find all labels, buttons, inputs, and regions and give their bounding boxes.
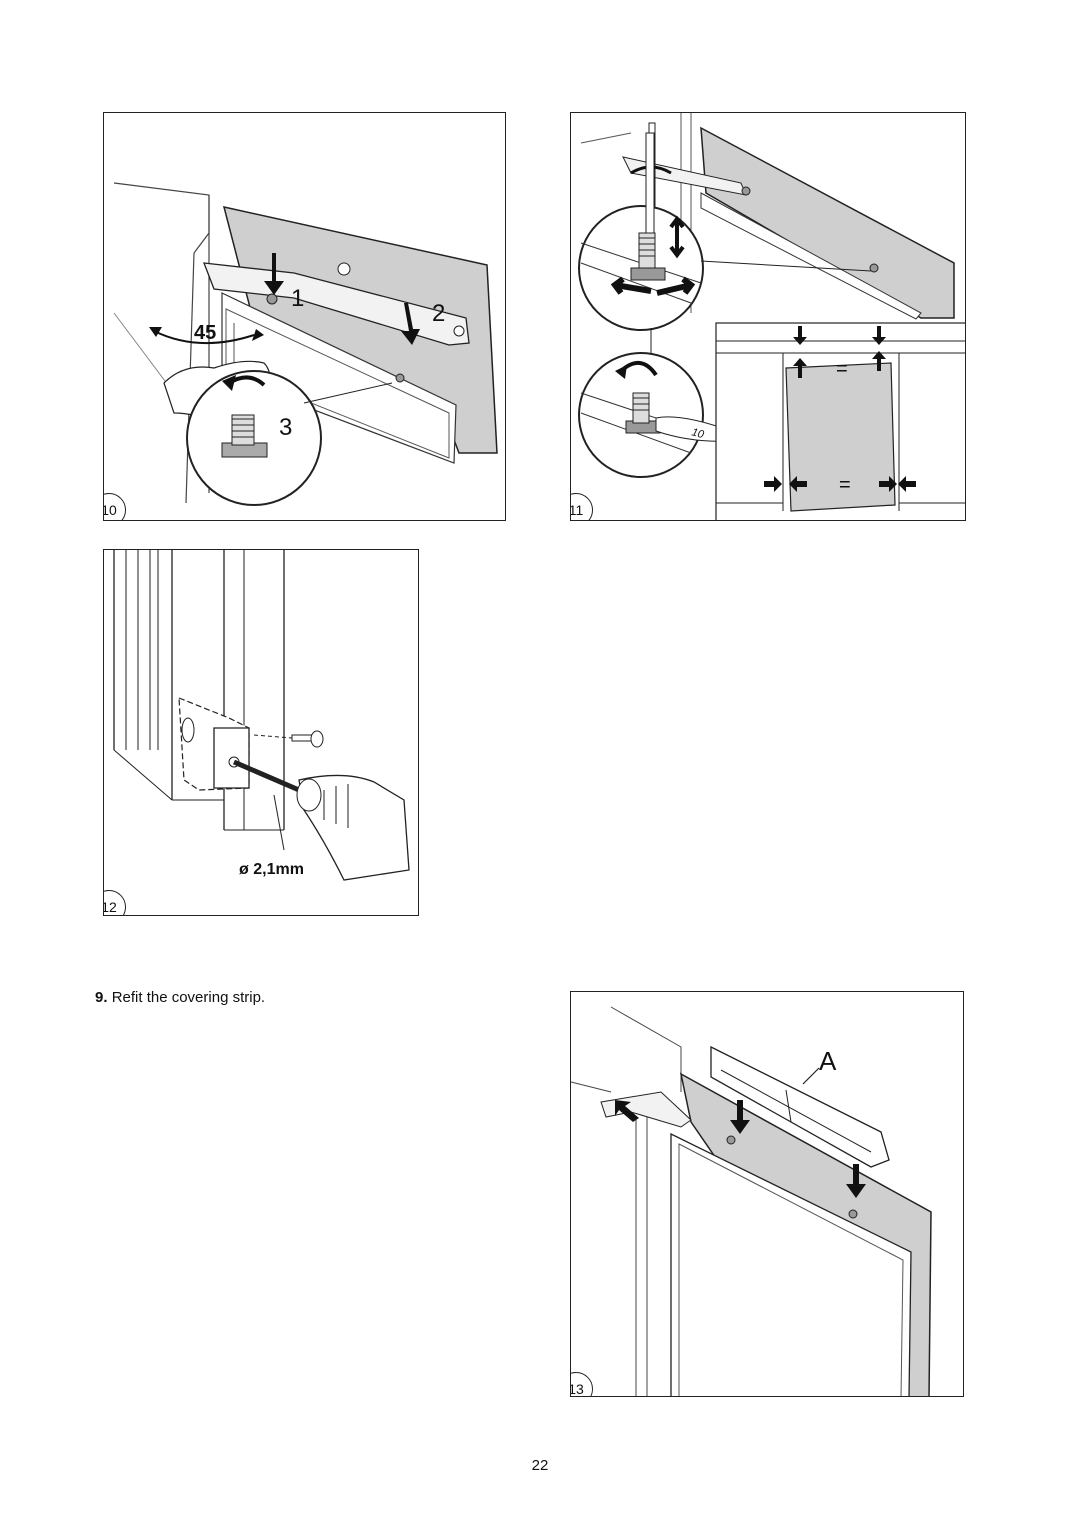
wrench-size-label: 10 (690, 426, 706, 441)
drill-diameter-label: ø 2,1mm (239, 861, 304, 878)
figure-11: 10 = = 11 (570, 112, 966, 521)
figure-12-illustration: ø 2,1mm (113, 550, 410, 881)
page-number: 22 (531, 1457, 549, 1474)
figure-11-number: 11 (571, 493, 593, 520)
figure-12-number: 12 (104, 890, 126, 915)
step-number: 9. (95, 989, 108, 1006)
label-1: 1 (291, 285, 304, 312)
figure-10-illustration: 1 2 3 45 (113, 182, 498, 506)
equal-sign-bottom: = (839, 474, 851, 496)
figure-10: 1 2 3 45 10 (103, 112, 506, 521)
part-label-a: A (819, 1046, 837, 1076)
figure-13: A 13 (570, 991, 964, 1397)
figure-12: ø 2,1mm 12 (103, 549, 419, 916)
figure-13-illustration: A (571, 1006, 932, 1396)
equal-sign-top: = (836, 358, 848, 380)
label-3: 3 (279, 414, 292, 441)
step-text: Refit the covering strip. (111, 989, 266, 1006)
label-2: 2 (432, 300, 445, 327)
figure-10-number: 10 (104, 493, 126, 520)
label-45: 45 (194, 322, 216, 344)
figure-13-number: 13 (571, 1372, 593, 1396)
figure-11-illustration: 10 = = (578, 113, 965, 520)
step-9-instruction: 9. Refit the covering strip. (95, 989, 265, 1006)
